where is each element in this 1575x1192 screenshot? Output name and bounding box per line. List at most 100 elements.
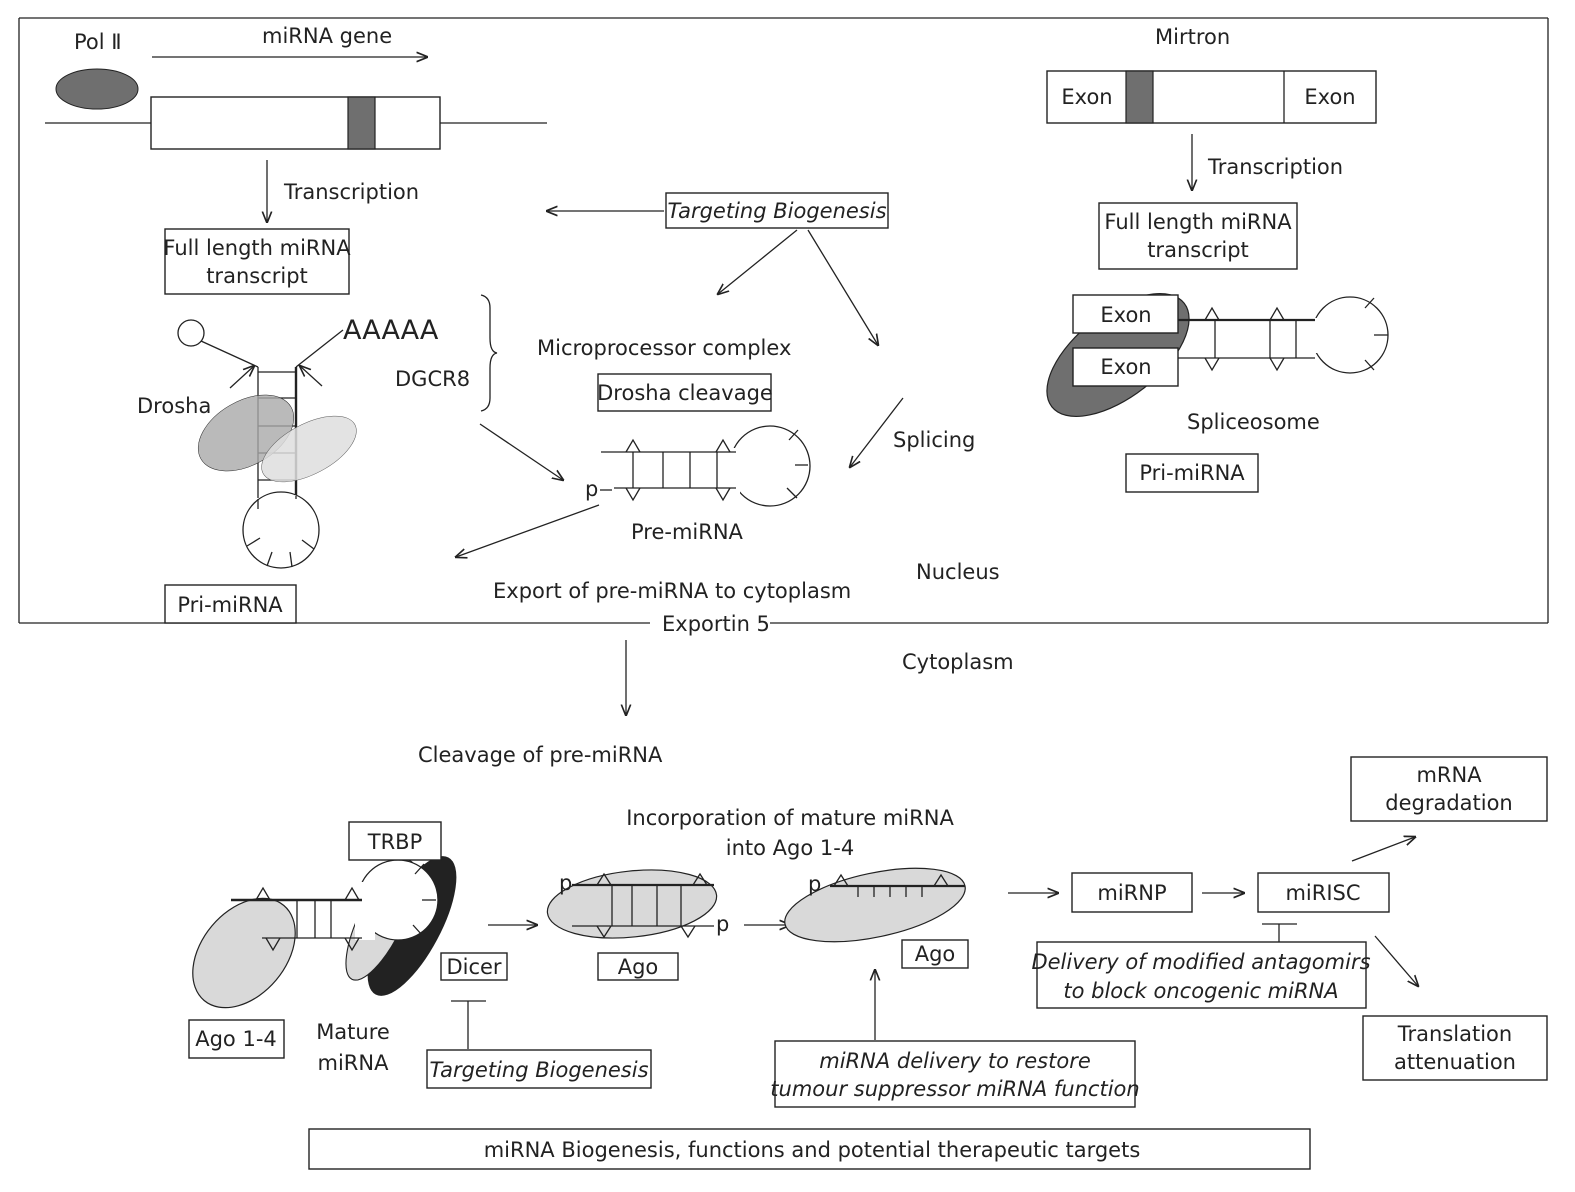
export-arrow — [456, 504, 600, 557]
targeting-biogenesis-box-bottom — [426, 1049, 652, 1089]
ago-single-p: p — [808, 872, 821, 896]
mature-mirna-label-1: Mature — [316, 1020, 390, 1044]
incorporation-label-2: into Ago 1-4 — [726, 836, 854, 860]
polya-tail-label: AAAAA — [343, 315, 439, 346]
drosha-label: Drosha — [137, 394, 211, 418]
full-length-transcript-label-left-1: Full length miRNA — [163, 236, 351, 260]
export-label: Export of pre-miRNA to cytoplasm — [493, 579, 851, 603]
cleavage-pre-mirna-label: Cleavage of pre-miRNA — [418, 743, 663, 767]
targeting-biogenesis-box-top — [665, 192, 889, 229]
ago-box-2 — [901, 939, 969, 969]
microprocessor-complex-label: Microprocessor complex — [537, 336, 791, 360]
pre-mirna-loop — [729, 425, 811, 507]
dgcr8-label: DGCR8 — [395, 367, 470, 391]
pri-mirna-box-left — [164, 584, 297, 624]
translation-label-1: Translation — [1397, 1022, 1512, 1046]
pol2-label: Pol Ⅱ — [74, 30, 122, 54]
ago-duplex — [546, 869, 718, 939]
dgcr8-protein — [261, 415, 357, 483]
ago-duplex-p-top: p — [559, 871, 572, 895]
microprocessor-brace — [480, 294, 498, 412]
antagomirs-box — [1036, 941, 1367, 1009]
antagomirs-label-2: to block oncogenic miRNA — [1063, 979, 1338, 1003]
mirtron-exon-box-top — [1072, 294, 1179, 334]
drosha-cut-arrow-right — [300, 366, 323, 387]
pre-mirna-p-label: p — [585, 477, 598, 501]
ago-label-2: Ago — [915, 942, 956, 966]
ago-label-1: Ago — [618, 955, 659, 979]
translation-label-2: attenuation — [1394, 1050, 1516, 1074]
target-arrow-microprocessor — [718, 229, 798, 294]
full-length-transcript-label-right-2: transcript — [1147, 238, 1249, 262]
arrow-to-pre-mirna-right — [850, 397, 904, 467]
mirna-delivery-box — [774, 1040, 1136, 1108]
cap-circle — [177, 319, 205, 347]
full-length-transcript-box-left — [164, 228, 350, 295]
cytoplasm-label: Cytoplasm — [902, 650, 1014, 674]
full-length-transcript-label-right-1: Full length miRNA — [1104, 210, 1292, 234]
drosha-cut-arrow-left — [229, 366, 254, 389]
pri-mirna-label-left: Pri-miRNA — [177, 593, 283, 617]
ago14-box — [188, 1019, 285, 1059]
dicer-label: Dicer — [446, 955, 501, 979]
pol2-enzyme — [55, 68, 139, 110]
mirisc-label: miRISC — [1285, 881, 1360, 905]
arrow-to-translation — [1374, 935, 1418, 986]
pri-mirna-label-right: Pri-miRNA — [1139, 461, 1245, 485]
pri-mirna-box-right — [1125, 453, 1259, 493]
spliceosome-label: Spliceosome — [1187, 410, 1320, 434]
mirnp-label: miRNP — [1097, 881, 1166, 905]
arrow-to-mrna-degradation — [1351, 837, 1415, 862]
mrna-degradation-box — [1350, 756, 1548, 822]
nucleus-frame — [18, 17, 1549, 624]
mirtron-mirna-region — [1125, 70, 1154, 124]
mirna-gene-region — [347, 96, 376, 150]
transcription-label-left: Transcription — [283, 180, 419, 204]
caption-label: miRNA Biogenesis, functions and potentia… — [484, 1138, 1141, 1162]
drosha-cleavage-box — [597, 373, 772, 412]
ago14-enzyme — [192, 897, 296, 1009]
terminal-loop — [242, 491, 320, 569]
ago-duplex-p-bottom: p — [716, 912, 729, 936]
exportin5-label: Exportin 5 — [662, 612, 770, 636]
ago-box-1 — [597, 952, 679, 981]
mirnp-box — [1071, 872, 1193, 913]
incorporation-label-1: Incorporation of mature miRNA — [626, 806, 954, 830]
mirtron-exon-right-label: Exon — [1304, 85, 1355, 109]
mirtron-exon-left-label: Exon — [1061, 85, 1112, 109]
mrna-degradation-label-1: mRNA — [1416, 763, 1482, 787]
spliceosome-complex — [1046, 293, 1389, 417]
pre-mirna-label: Pre-miRNA — [631, 520, 744, 544]
target-arrow-splicing — [807, 229, 878, 345]
mirtron-exon-bottom-label: Exon — [1100, 355, 1151, 379]
pre-mirna-hairpin — [600, 425, 811, 507]
dicer-box — [440, 952, 508, 981]
mirtron-gene-box — [1046, 70, 1377, 124]
full-length-transcript-box-right — [1098, 202, 1298, 270]
mirtron-exon-box-bottom — [1072, 347, 1179, 387]
mirna-delivery-label-1: miRNA delivery to restore — [819, 1049, 1091, 1073]
caption-box — [308, 1128, 1311, 1170]
mature-mirna-label-2: miRNA — [318, 1051, 390, 1075]
arrow-to-pre-mirna-left — [479, 423, 563, 480]
mrna-degradation-label-2: degradation — [1385, 791, 1513, 815]
drosha-cleavage-label: Drosha cleavage — [597, 381, 773, 405]
splicing-label: Splicing — [893, 428, 975, 452]
mirtron-label: Mirtron — [1155, 25, 1230, 49]
antagomirs-label-1: Delivery of modified antagomirs — [1031, 950, 1370, 974]
trbp-label: TRBP — [367, 830, 423, 854]
targeting-biogenesis-label-bottom: Targeting Biogenesis — [429, 1058, 648, 1082]
mirisc-box — [1257, 872, 1390, 913]
translation-box — [1362, 1015, 1548, 1081]
pri-mirna-hairpin-left — [177, 319, 357, 569]
mirna-gene-box — [150, 96, 441, 150]
mirtron-exon-top-label: Exon — [1100, 303, 1151, 327]
mirna-gene-label: miRNA gene — [262, 24, 392, 48]
targeting-biogenesis-label-top: Targeting Biogenesis — [667, 199, 886, 223]
transcription-label-right: Transcription — [1207, 155, 1343, 179]
full-length-transcript-label-left-2: transcript — [206, 264, 308, 288]
ago-single-strand — [784, 867, 966, 943]
mirna-delivery-label-2: tumour suppressor miRNA function — [770, 1077, 1139, 1101]
dicer-complex — [192, 856, 457, 1009]
